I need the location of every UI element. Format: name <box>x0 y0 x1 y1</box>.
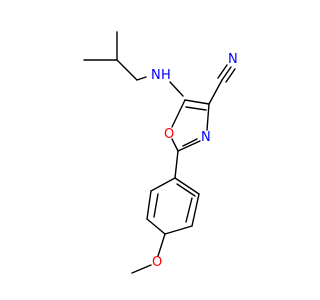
bond <box>153 193 159 218</box>
bond <box>225 68 236 83</box>
nitrile-bonds <box>208 64 236 105</box>
amine-nitrogen-label: N <box>151 68 161 83</box>
methoxy-bonds <box>131 233 166 274</box>
bond <box>185 106 207 111</box>
bond <box>131 264 152 274</box>
bond <box>174 150 179 179</box>
isobutyl-bonds <box>83 31 147 81</box>
bond <box>191 193 200 227</box>
methoxy-oxygen-label: O <box>152 255 162 270</box>
bond <box>146 218 166 235</box>
bond <box>206 103 210 131</box>
bond <box>157 233 166 257</box>
bond <box>221 66 232 81</box>
bond <box>150 177 176 192</box>
bond <box>164 225 193 235</box>
bond <box>116 59 138 81</box>
molecule-structure: N N H N O O <box>83 31 238 274</box>
nitrile-nitrogen-label: N <box>228 52 238 67</box>
bond <box>185 197 193 223</box>
amine-hydrogen-label: H <box>161 68 171 83</box>
bond <box>169 81 184 97</box>
bond <box>171 138 179 152</box>
bond <box>136 76 147 81</box>
ring-oxygen-label: O <box>164 127 174 142</box>
bond <box>182 138 198 147</box>
bond <box>177 140 201 152</box>
phenyl-ring-bonds <box>146 177 200 235</box>
bond <box>176 183 196 197</box>
bond <box>217 64 228 79</box>
bond <box>146 190 152 220</box>
bond <box>208 79 223 105</box>
ring-nitrogen-label: N <box>201 130 211 145</box>
bond <box>171 99 186 128</box>
bond <box>174 177 200 195</box>
oxazole-ring-bonds <box>171 99 210 152</box>
bond <box>184 99 210 105</box>
